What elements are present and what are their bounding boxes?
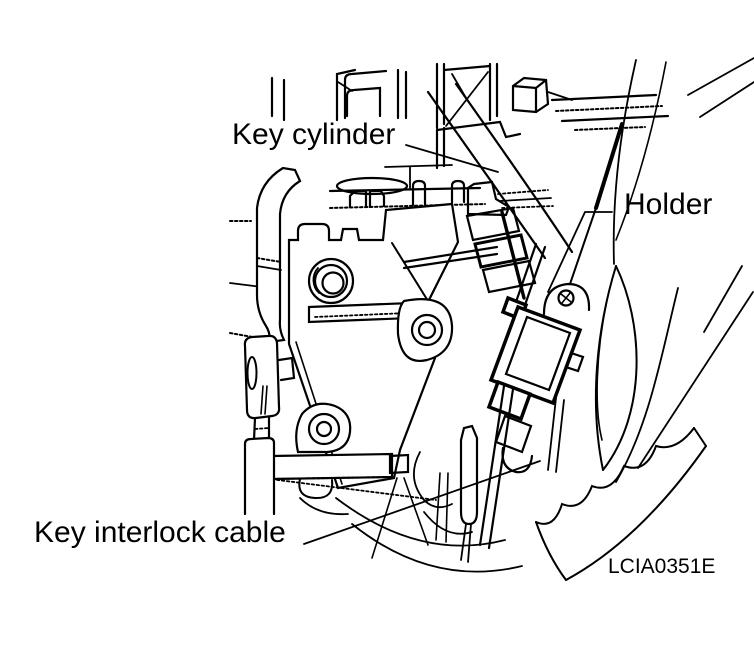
top-right-bolt-and-panel [511,57,754,131]
holder-part [486,282,591,474]
housing-top-rail [328,164,554,217]
cable-ferrule [459,424,479,563]
top-left-bracket [270,68,408,122]
key-interlock-cable-leader [303,460,541,545]
label-key-interlock-cable: Key interlock cable [34,516,286,549]
label-key-cylinder: Key cylinder [232,118,396,151]
interlock-cable-lower [478,384,515,550]
column-boot-arcs [299,451,523,573]
label-holder: Holder [624,188,713,221]
holder-leader [547,211,613,293]
key-cylinder-leader [405,144,499,173]
mount-bar [261,452,449,559]
clevis-rod [243,334,296,516]
steering-lock-housing [287,202,499,490]
wire-harness-curves [594,59,754,483]
corrugated-tube [535,427,707,581]
figure-code: LCIA0351E [608,555,716,578]
steering-column-and-switch [426,82,624,300]
leader-lines [303,144,613,545]
